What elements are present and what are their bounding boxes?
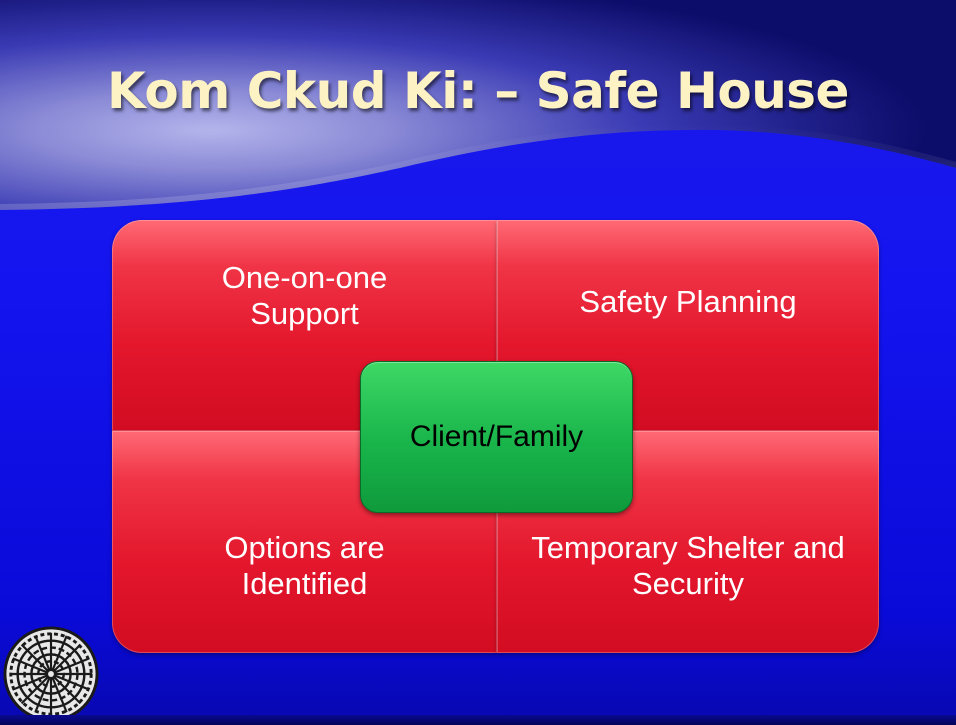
center-label: Client/Family: [409, 420, 584, 453]
slide-title: Kom Ckud Ki: – Safe House: [107, 62, 849, 120]
quadrant-label: Temporary Shelter and Security: [531, 530, 845, 601]
quadrant-label: One-on-one Support: [221, 260, 388, 331]
quadrant-label: Options are Identified: [224, 530, 385, 601]
header-banner: [0, 0, 956, 210]
quadrant-options-identified: Options are Identified: [112, 431, 497, 653]
quadrant-temporary-shelter: Temporary Shelter and Security: [497, 431, 879, 653]
quadrant-label: Safety Planning: [579, 284, 797, 319]
bottom-strip: [0, 715, 956, 725]
center-client-family: Client/Family: [360, 361, 633, 513]
man-in-the-maze-basket-icon: [3, 626, 99, 722]
